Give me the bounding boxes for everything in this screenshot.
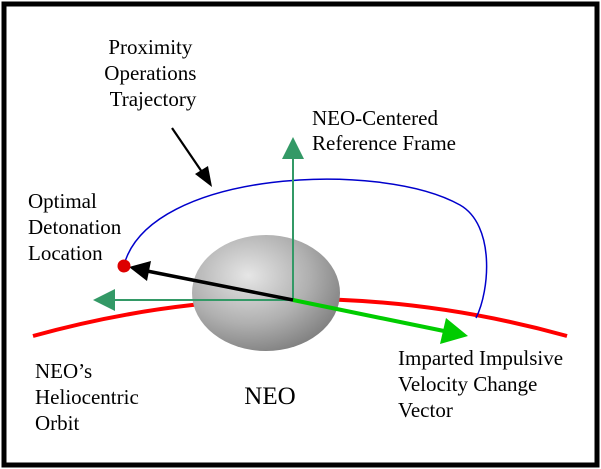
detonation-vector (129, 261, 294, 302)
trajectory-pointer-shaft (171, 127, 203, 173)
orbit-label-line-3: Orbit (35, 411, 79, 435)
proximity-trajectory-curve (123, 178, 488, 319)
orbit-label-line-2: Heliocentric (35, 385, 139, 409)
neo-label: NEO (244, 383, 295, 410)
detonation-label: Optimal Detonation Location (28, 189, 127, 265)
velocity-vector-shaft (292, 298, 445, 333)
impulse-label-line-2: Velocity Change (398, 372, 537, 396)
reference-frame-label-line-1: NEO-Centered (312, 106, 438, 130)
trajectory-label-line-3: Trajectory (110, 87, 197, 111)
velocity-change-vector (292, 298, 468, 344)
detonation-label-line-2: Detonation (28, 215, 122, 239)
trajectory-pointer-arrow (171, 127, 212, 187)
impulse-label-line-3: Vector (398, 398, 453, 422)
detonation-arrowhead-icon (129, 261, 151, 281)
orbit-label: NEO’s Heliocentric Orbit (35, 359, 144, 435)
frame-vertical-arrowhead-icon (282, 137, 304, 159)
trajectory-label-line-1: Proximity (108, 35, 193, 59)
trajectory-pointer-arrowhead-icon (195, 166, 212, 187)
trajectory-label-line-2: Operations (104, 61, 196, 85)
orbit-label-line-1: NEO’s (35, 359, 92, 383)
reference-frame-label-line-2: Reference Frame (312, 131, 456, 155)
detonation-point-icon (117, 259, 131, 273)
impulse-label-line-1: Imparted Impulsive (398, 346, 563, 370)
frame-horizontal-arrowhead-icon (93, 289, 115, 311)
detonation-vector-shaft (146, 269, 294, 302)
reference-frame-axes (93, 137, 304, 311)
velocity-vector-arrowhead-icon (440, 318, 468, 344)
reference-frame-label: NEO-Centered Reference Frame (312, 106, 456, 155)
detonation-label-line-3: Location (28, 241, 103, 265)
impulse-label: Imparted Impulsive Velocity Change Vecto… (398, 346, 568, 422)
trajectory-label: Proximity Operations Trajectory (104, 35, 201, 111)
detonation-label-line-1: Optimal (28, 189, 97, 213)
